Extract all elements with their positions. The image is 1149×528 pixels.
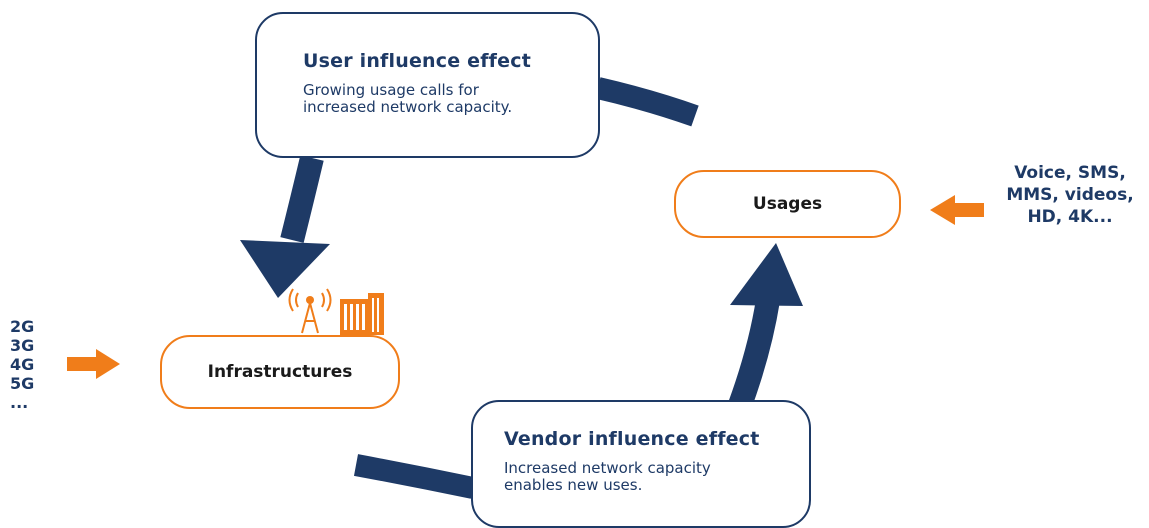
technology-item: 5G [10, 374, 35, 393]
usages-input-arrow [930, 195, 984, 225]
user-influence-title: User influence effect [303, 50, 531, 72]
vendor-influence-box: Vendor influence effect Increased networ… [471, 400, 811, 528]
usage-types-line: Voice, SMS, [1014, 163, 1126, 183]
technology-item: 4G [10, 355, 35, 374]
cycle-arc-bottom-left [353, 454, 476, 499]
user-influence-box: User influence effect Growing usage call… [255, 12, 600, 158]
vendor-influence-title: Vendor influence effect [504, 428, 760, 450]
usage-types-list: Voice, SMS, MMS, videos, HD, 4K... [990, 162, 1149, 228]
cycle-arc-right [728, 298, 780, 410]
vendor-influence-description: Increased network capacity enables new u… [504, 459, 711, 494]
building-icon [340, 293, 384, 335]
cycle-arc-left [280, 155, 324, 243]
technology-item: ... [10, 393, 29, 412]
usages-node: Usages [674, 170, 901, 238]
technology-item: 2G [10, 317, 35, 336]
arrow-head-up [730, 243, 803, 306]
infrastructures-label: Infrastructures [207, 362, 353, 382]
usage-types-line: MMS, videos, [1006, 185, 1134, 205]
technology-list: 2G 3G 4G 5G ... [10, 317, 34, 412]
antenna-icon [288, 288, 332, 334]
infrastructures-node: Infrastructures [160, 335, 400, 409]
arrow-head-down [240, 240, 330, 298]
infra-input-arrow [67, 349, 120, 379]
user-influence-description: Growing usage calls for increased networ… [303, 81, 513, 116]
usages-label: Usages [752, 194, 823, 214]
usage-types-line: HD, 4K... [1027, 207, 1113, 227]
technology-item: 3G [10, 336, 35, 355]
cycle-arc-top-right [595, 77, 699, 127]
